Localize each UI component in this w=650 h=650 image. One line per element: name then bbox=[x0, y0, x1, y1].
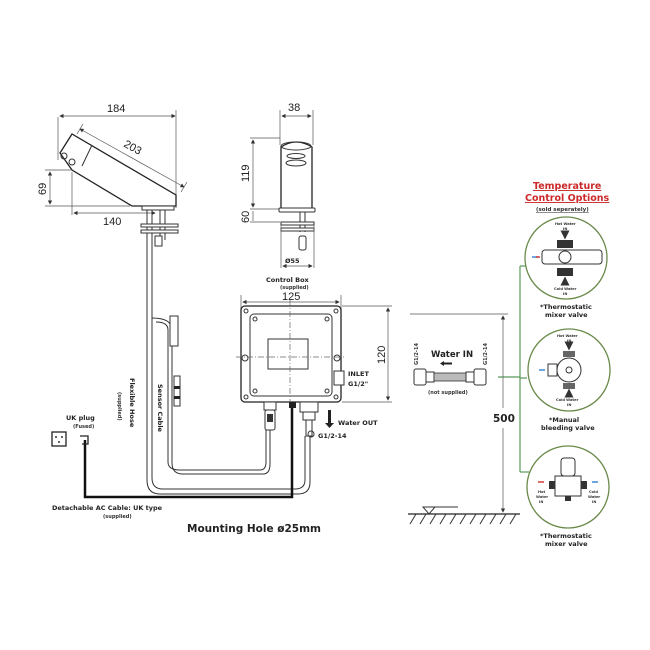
dim-base-height: 60 bbox=[240, 211, 252, 223]
option-thermostatic-mixer-2[interactable]: Hot Water IN Cold Water IN bbox=[526, 445, 610, 529]
uk-plug bbox=[51, 431, 89, 447]
hose-right-size: G1/2-14 bbox=[483, 343, 489, 365]
dim-spout-length: 203 bbox=[122, 138, 144, 157]
option3-name-1: *Thermostatic bbox=[540, 532, 592, 540]
option2-cold: Cold Water bbox=[556, 398, 579, 402]
water-out-label: Water OUT bbox=[338, 419, 378, 427]
inlet-size: G1/2" bbox=[348, 380, 368, 388]
water-out-size: G1/2-14 bbox=[318, 432, 347, 440]
dim-spout-reach: 140 bbox=[103, 216, 121, 228]
control-box-label: Control Box bbox=[266, 276, 310, 284]
option3-name-2: mixer valve bbox=[545, 540, 588, 548]
dim-spout-height: 69 bbox=[37, 183, 49, 195]
dim-valve-height: 500 bbox=[493, 413, 515, 425]
height-dimension: 500 bbox=[408, 313, 520, 525]
flexible-hose-note: (supplied) bbox=[116, 392, 122, 421]
option2-cold-in: IN bbox=[567, 403, 571, 407]
options-title-line1: Temperature bbox=[533, 181, 601, 192]
option1-cold: Cold Water bbox=[554, 287, 577, 291]
hoses-and-cables bbox=[83, 240, 311, 499]
tap-side-view: 184 203 69 140 bbox=[37, 103, 188, 247]
option1-name-2: mixer valve bbox=[545, 311, 588, 319]
water-in-note: (not supplied) bbox=[428, 390, 468, 396]
option3-cold: Cold bbox=[589, 490, 598, 494]
options-title-line2: Control Options bbox=[525, 193, 610, 204]
dim-box-height: 120 bbox=[376, 346, 388, 364]
control-box: Control Box (supplied) 125 INLET G1/2" 1… bbox=[236, 276, 392, 440]
option3-cold-water: Water bbox=[588, 495, 600, 499]
dim-base-diameter: Ø55 bbox=[285, 257, 300, 265]
option1-cold-in: IN bbox=[563, 292, 567, 296]
option3-hot: Hot bbox=[538, 490, 545, 494]
option3-hot-in: IN bbox=[539, 500, 543, 504]
option2-hot-in: IN bbox=[567, 339, 571, 343]
ac-cable-note: (supplied) bbox=[103, 514, 132, 520]
flexible-hose-label: Flexible Hose bbox=[128, 378, 136, 428]
dim-box-width: 125 bbox=[282, 291, 300, 303]
dim-spout-width: 184 bbox=[107, 103, 125, 115]
option3-hot-water: Water bbox=[536, 495, 548, 499]
water-in-label: Water IN bbox=[431, 350, 473, 360]
option-thermostatic-mixer-1[interactable]: Hot Water IN Cold Water IN bbox=[524, 216, 608, 300]
hose-left-size: G1/2-14 bbox=[414, 343, 420, 365]
ac-cable-label: Detachable AC Cable: UK type bbox=[52, 504, 163, 512]
uk-plug-label: UK plug bbox=[66, 414, 95, 422]
water-in-hose bbox=[413, 361, 520, 386]
inlet-label: INLET bbox=[348, 370, 369, 378]
option1-name-1: *Thermostatic bbox=[540, 303, 592, 311]
dim-body-height: 119 bbox=[240, 164, 252, 182]
option2-name-1: *Manual bbox=[549, 416, 579, 424]
option1-hot-in: IN bbox=[563, 227, 567, 231]
mounting-hole-label: Mounting Hole ø25mm bbox=[187, 523, 321, 535]
uk-plug-note: (Fused) bbox=[73, 424, 94, 430]
options-subtitle: (sold seperately) bbox=[536, 207, 589, 213]
tap-front-view: 38 119 60 Ø55 bbox=[240, 102, 316, 269]
control-box-note: (supplied) bbox=[280, 285, 309, 291]
option-manual-bleeding-valve[interactable]: Hot Water IN Cold Water IN bbox=[527, 328, 611, 412]
dim-body-width: 38 bbox=[288, 102, 300, 114]
option3-cold-in: IN bbox=[592, 500, 596, 504]
option2-hot: Hot Water bbox=[557, 334, 578, 338]
option1-hot: Hot Water bbox=[555, 222, 576, 226]
sensor-cable-label: Sensor Cable bbox=[156, 384, 164, 433]
option2-name-2: bleeding valve bbox=[541, 424, 595, 432]
